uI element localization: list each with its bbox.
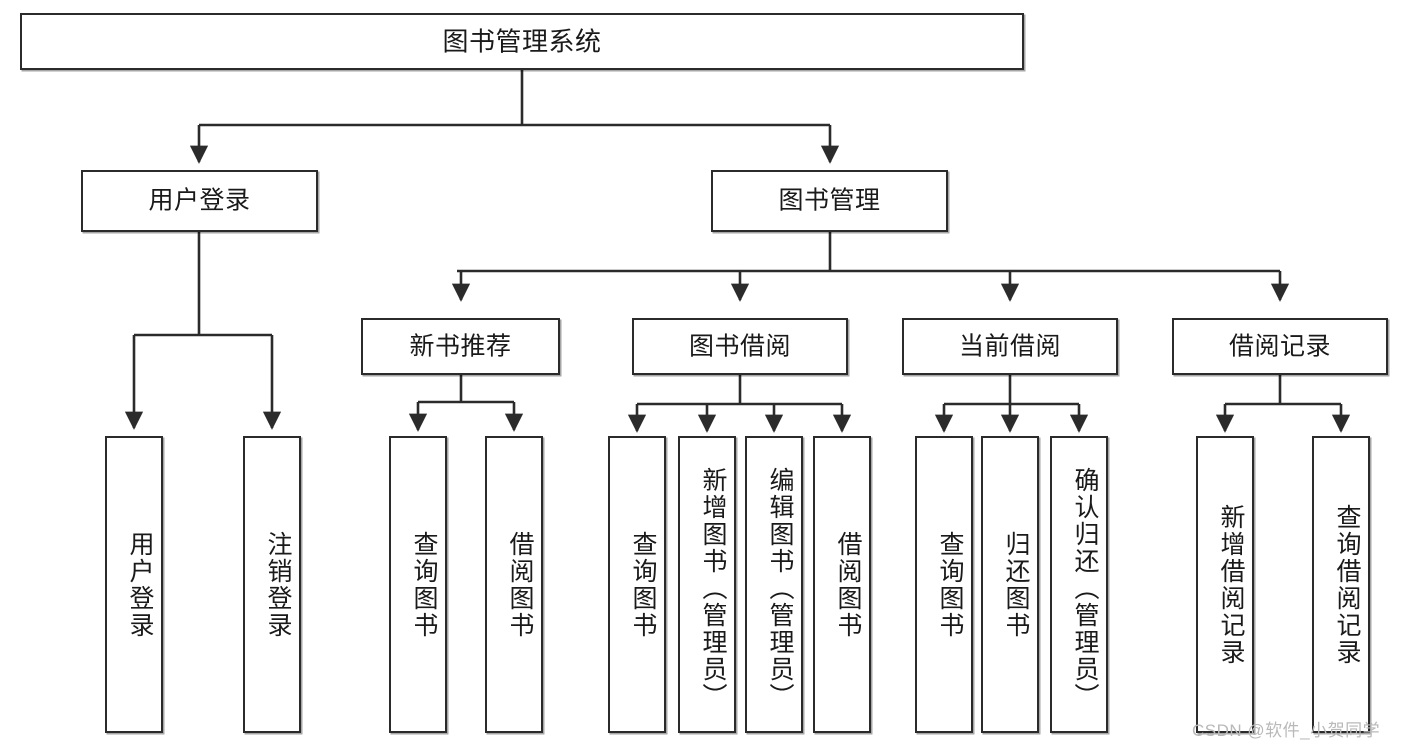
leaf-new-book-query-label: 查询图书	[410, 530, 438, 639]
leaf-record-add-record[interactable]: 新增借阅记录	[1196, 436, 1254, 733]
leaf-borrow-query-book-label: 查询图书	[629, 530, 657, 639]
node-borrowing-record[interactable]: 借阅记录	[1172, 318, 1388, 375]
node-book-management[interactable]: 图书管理	[711, 170, 948, 232]
leaf-borrow-borrow-book[interactable]: 借阅图书	[813, 436, 871, 733]
leaf-current-query-book[interactable]: 查询图书	[915, 436, 973, 733]
leaf-user-login-login[interactable]: 用户登录	[105, 436, 163, 733]
leaf-current-query-book-label: 查询图书	[936, 530, 964, 639]
leaf-current-confirm-return-admin[interactable]: 确认归还（管理员）	[1050, 436, 1108, 733]
node-user-login[interactable]: 用户登录	[81, 170, 318, 232]
leaf-record-add-record-label: 新增借阅记录	[1217, 503, 1245, 666]
leaf-borrow-borrow-book-label: 借阅图书	[834, 530, 862, 639]
leaf-borrow-add-book-admin-label: 新增图书（管理员）	[699, 466, 727, 710]
leaf-borrow-edit-book-admin-label: 编辑图书（管理员）	[766, 466, 794, 710]
leaf-record-query-record-label: 查询借阅记录	[1333, 503, 1361, 666]
node-book-borrowing-label: 图书借阅	[688, 331, 791, 360]
leaf-record-query-record[interactable]: 查询借阅记录	[1312, 436, 1370, 733]
leaf-new-book-borrow[interactable]: 借阅图书	[485, 436, 543, 733]
node-current-borrowing[interactable]: 当前借阅	[902, 318, 1118, 375]
leaf-borrow-query-book[interactable]: 查询图书	[608, 436, 666, 733]
node-book-management-label: 图书管理	[778, 186, 881, 215]
csdn-watermark: CSDN @软件_小贺同学	[1192, 721, 1381, 740]
node-new-book-recommendation-label: 新书推荐	[409, 331, 512, 360]
leaf-current-return-book[interactable]: 归还图书	[981, 436, 1039, 733]
leaf-borrow-add-book-admin[interactable]: 新增图书（管理员）	[678, 436, 736, 733]
leaf-borrow-edit-book-admin[interactable]: 编辑图书（管理员）	[745, 436, 803, 733]
leaf-current-confirm-return-admin-label: 确认归还（管理员）	[1071, 466, 1099, 710]
leaf-user-login-logout-label: 注销登录	[264, 530, 292, 639]
node-current-borrowing-label: 当前借阅	[958, 331, 1061, 360]
node-new-book-recommendation[interactable]: 新书推荐	[361, 318, 560, 375]
leaf-user-login-login-label: 用户登录	[126, 530, 154, 639]
leaf-current-return-book-label: 归还图书	[1002, 530, 1030, 639]
node-borrowing-record-label: 借阅记录	[1228, 331, 1331, 360]
node-root-book-management-system[interactable]: 图书管理系统	[20, 13, 1024, 70]
leaf-new-book-borrow-label: 借阅图书	[506, 530, 534, 639]
node-root-label: 图书管理系统	[442, 26, 602, 57]
leaf-new-book-query[interactable]: 查询图书	[389, 436, 447, 733]
node-user-login-label: 用户登录	[148, 186, 251, 215]
node-book-borrowing[interactable]: 图书借阅	[632, 318, 848, 375]
leaf-user-login-logout[interactable]: 注销登录	[243, 436, 301, 733]
